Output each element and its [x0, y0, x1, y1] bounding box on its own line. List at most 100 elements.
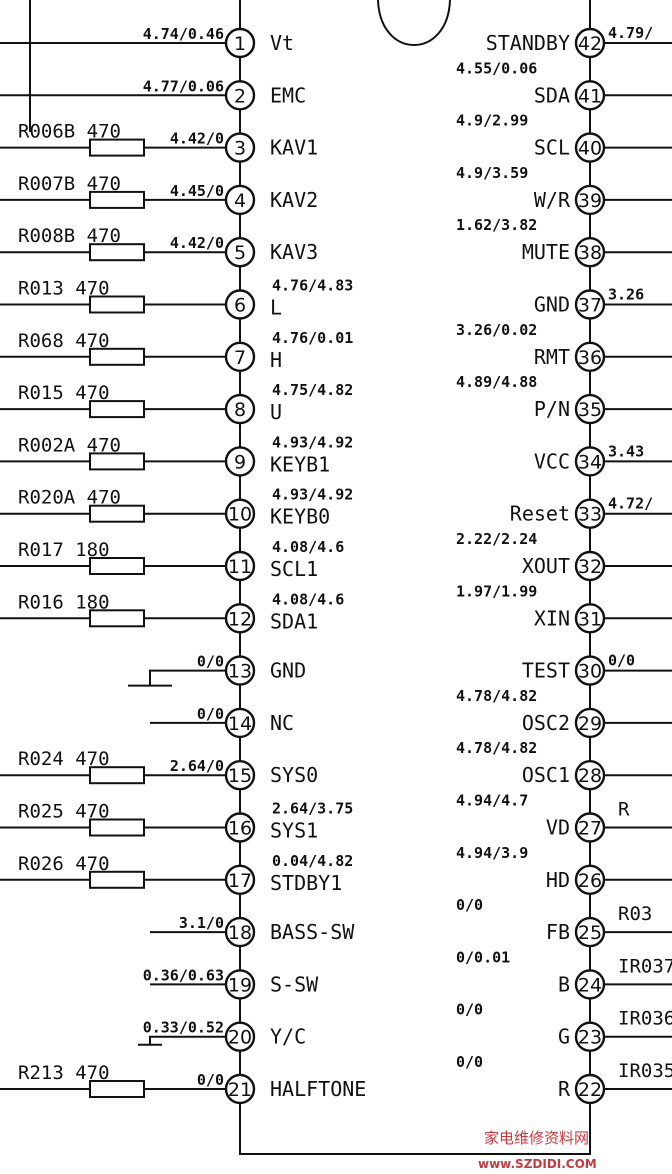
pin-label: Vt	[270, 31, 294, 55]
pin-number: 15	[228, 765, 252, 787]
pin-circle	[574, 969, 606, 1000]
right-resistor-label: IR036	[618, 1008, 672, 1030]
pin-circle	[224, 289, 256, 320]
pin-label: BASS-SW	[270, 920, 355, 944]
voltage-label: 0/0	[197, 705, 224, 723]
pin-circle	[224, 1073, 256, 1105]
pin-label: H	[270, 348, 282, 372]
voltage-label: 2.64/3.75	[272, 800, 353, 818]
pin-circle	[224, 341, 256, 372]
voltage-label: 4.42/0	[170, 130, 224, 148]
pin-label: SCL	[534, 136, 570, 160]
wire-voltage-label: 4.79/	[608, 24, 653, 42]
pin-label: Y/C	[270, 1025, 306, 1049]
pin-label: KEYB1	[270, 452, 330, 476]
voltage-label: 4.9/2.99	[456, 112, 528, 130]
pin-circle	[574, 864, 606, 895]
pin-number: 14	[228, 713, 252, 735]
pin-circle	[224, 864, 256, 895]
pin-number: 21	[228, 1079, 252, 1101]
pin-circle	[224, 603, 256, 634]
watermark-url: www.SZDIDI.COM	[478, 1157, 597, 1171]
pin-number: 20	[228, 1027, 252, 1049]
pin-label: SYS1	[270, 819, 318, 843]
pin-label: HALFTONE	[270, 1077, 366, 1101]
pin-number: 7	[234, 347, 246, 369]
ground-symbol	[138, 1035, 226, 1046]
pin-label: OSC2	[522, 711, 570, 735]
voltage-label: 0.33/0.52	[143, 1019, 224, 1037]
right-resistor-label: R	[618, 799, 630, 821]
pin-number: 18	[228, 922, 252, 944]
pin-number: 1	[234, 33, 246, 55]
resistor-symbol	[89, 870, 145, 889]
voltage-label: 0/0	[197, 653, 224, 671]
resistor-symbol	[89, 1080, 145, 1098]
pin-circle	[224, 1021, 256, 1052]
pin-label: KAV3	[270, 240, 318, 264]
right-pin-40: 4.9/2.99 40 SCL	[456, 112, 672, 163]
pin-circle	[574, 446, 606, 477]
pin-number: 19	[228, 974, 252, 996]
pin-number: 16	[228, 818, 252, 840]
pin-label: SDA1	[270, 609, 318, 633]
voltage-label: 4.08/4.6	[272, 590, 344, 608]
pin-number: 10	[228, 504, 252, 526]
pin-circle	[574, 393, 606, 425]
pin-circle	[574, 184, 606, 216]
resistor-symbol	[89, 243, 145, 262]
voltage-label: 0/0	[456, 1053, 483, 1071]
pin-label: HD	[546, 868, 570, 892]
resistor-label: R026 470	[18, 853, 110, 875]
pin-label: VD	[546, 816, 570, 840]
pin-number: 38	[578, 242, 602, 264]
voltage-label: 4.45/0	[170, 182, 224, 200]
resistor-label: R007B 470	[18, 173, 121, 195]
pin-number: 2	[234, 85, 246, 107]
watermark: 家电维修资料网 www.SZDIDI.COM	[478, 1129, 597, 1171]
voltage-label: 2.22/2.24	[456, 530, 537, 548]
resistor-label: R213 470	[18, 1062, 110, 1084]
pin-label: STANDBY	[486, 31, 570, 55]
resistor-symbol	[89, 818, 145, 837]
voltage-label: 4.93/4.92	[272, 433, 353, 451]
pin-label: R	[558, 1077, 571, 1101]
voltage-label: 0/0	[197, 1071, 224, 1089]
pin-number: 34	[578, 451, 602, 473]
pin-label: OSC1	[522, 763, 570, 787]
pin-number: 22	[578, 1079, 602, 1101]
ic-notch	[377, 0, 451, 46]
voltage-label: 4.42/0	[170, 234, 224, 252]
pin-number: 39	[578, 190, 602, 212]
voltage-label: 0.36/0.63	[143, 966, 224, 984]
pin-number: 26	[578, 870, 602, 892]
pin-number: 40	[578, 138, 602, 160]
pin-circle	[574, 707, 606, 739]
pin-circle	[224, 236, 256, 268]
pin-circle	[224, 498, 256, 529]
pin-circle	[574, 1021, 606, 1052]
resistor-label: R013 470	[18, 278, 110, 300]
resistor-symbol	[89, 400, 145, 419]
pin-circle	[224, 132, 256, 163]
resistor-symbol	[89, 295, 145, 314]
voltage-label: 0/0	[456, 896, 483, 914]
right-resistor-label: IR035	[618, 1060, 672, 1082]
pin-number: 13	[228, 661, 252, 683]
pin-circle	[574, 916, 606, 948]
resistor-symbol	[89, 347, 145, 366]
